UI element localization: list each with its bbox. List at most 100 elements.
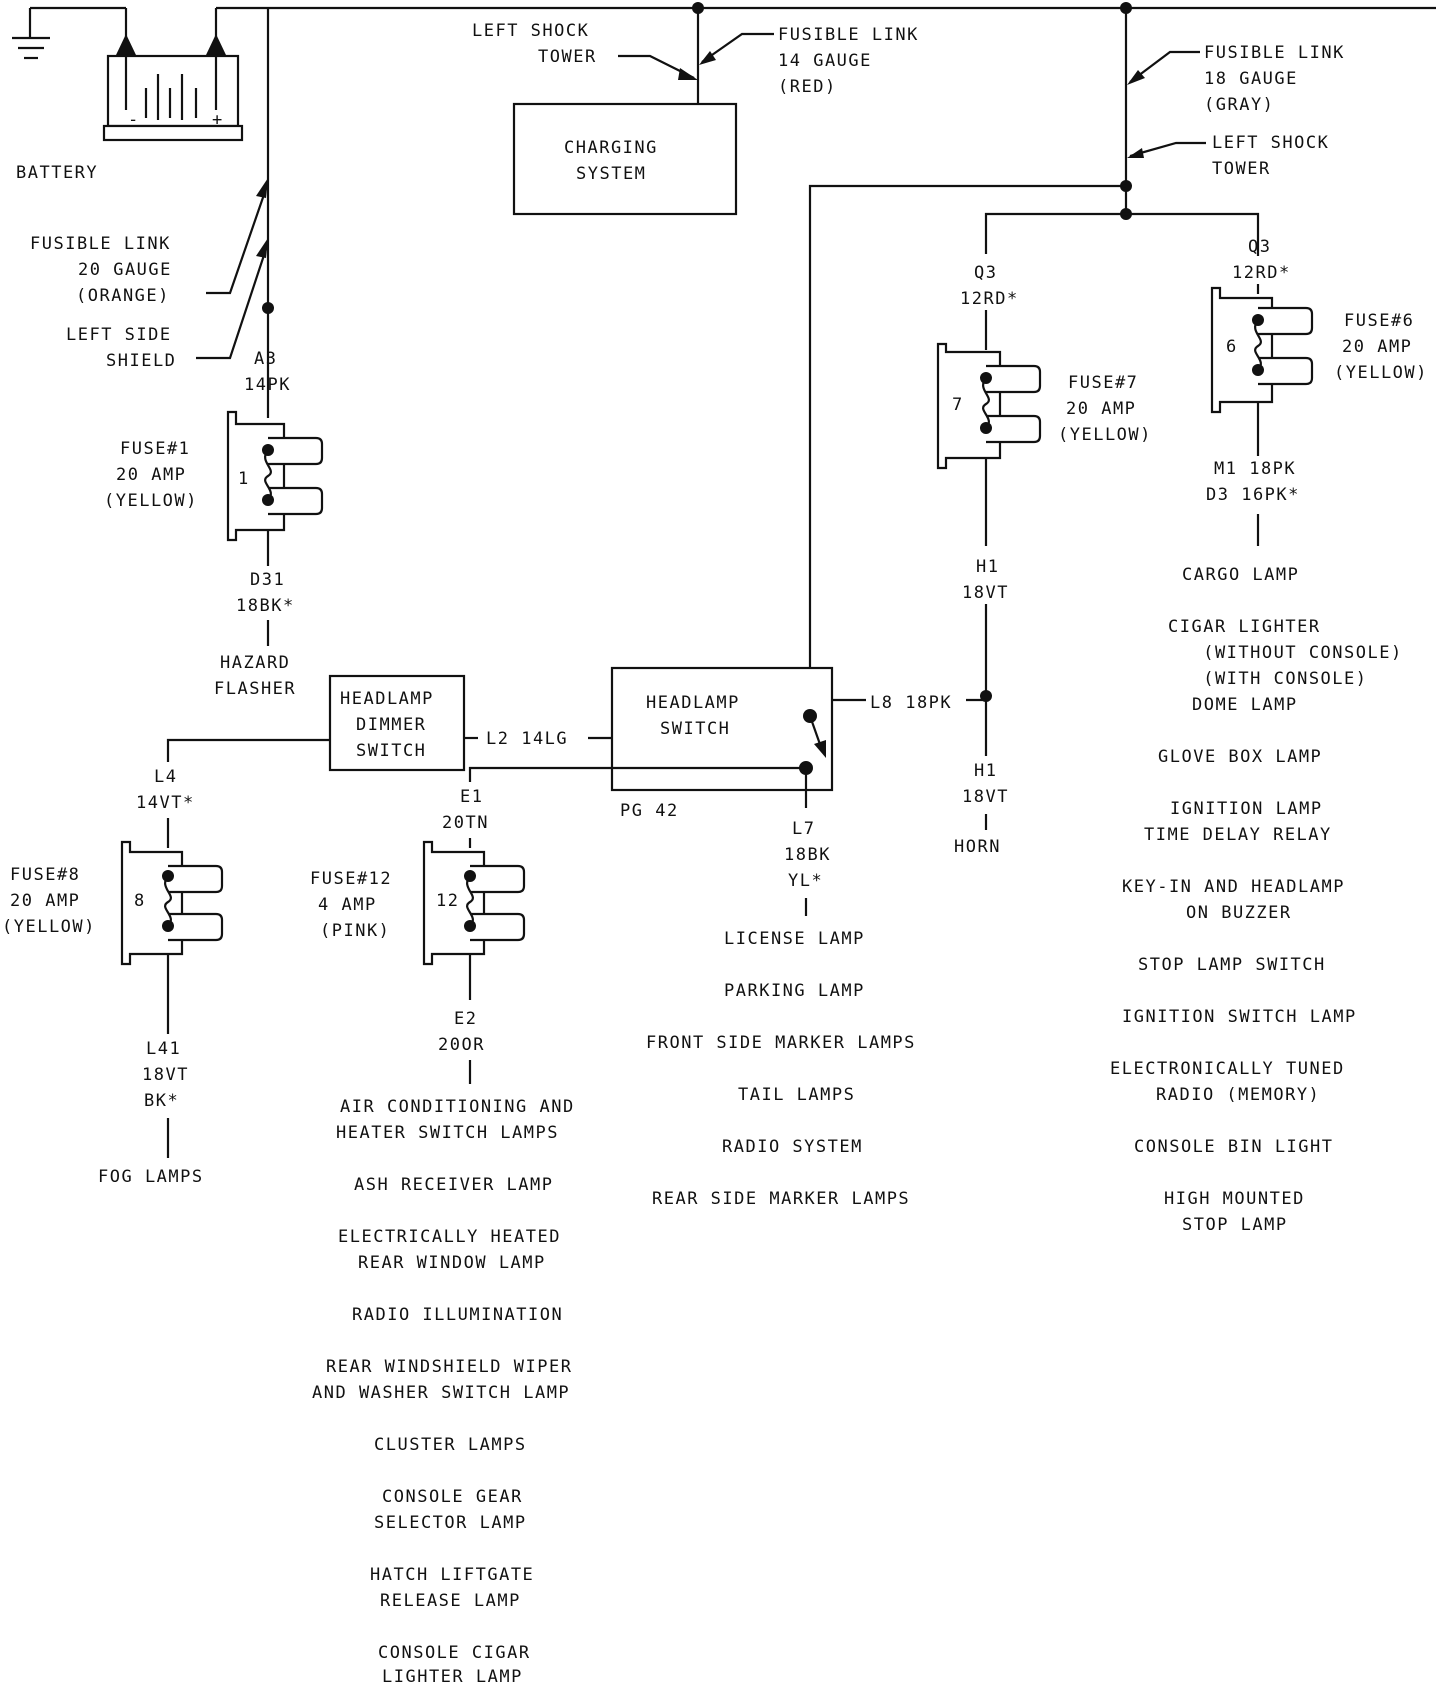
diagram-label: Q3: [974, 263, 997, 283]
diagram-label: FUSE#12: [310, 869, 392, 889]
fuse6-number: 6: [1226, 337, 1238, 357]
diagram-label: 14PK: [244, 375, 291, 395]
diagram-label: FUSIBLE LINK: [1204, 43, 1345, 63]
fusible-link-arrows-left: [196, 178, 270, 360]
diagram-label: 18VT: [962, 787, 1009, 807]
left-shock-tower-arrowhead: [1127, 148, 1144, 158]
fusible-link-18-arrow: [1129, 50, 1200, 83]
diagram-label: (GRAY): [1204, 95, 1274, 115]
fuse8-icon: [120, 840, 224, 966]
diagram-label: (YELLOW): [1058, 425, 1152, 445]
diagram-label: 20 AMP: [116, 465, 186, 485]
load-key-in-buzzer-2: ON BUZZER: [1186, 903, 1292, 923]
fog-lamps-load: FOG LAMPS: [98, 1167, 204, 1187]
diagram-label: FUSE#6: [1344, 311, 1414, 331]
diagram-label: SHIELD: [106, 351, 176, 371]
diagram-label: (PINK): [320, 921, 390, 941]
diagram-label: 18 GAUGE: [1204, 69, 1298, 89]
load-tail-lamps: TAIL LAMPS: [738, 1085, 855, 1105]
charging-system-label-2: SYSTEM: [576, 164, 646, 184]
diagram-label: L41: [146, 1039, 181, 1059]
load-ignition-switch-lamp: IGNITION SWITCH LAMP: [1122, 1007, 1357, 1027]
diagram-label: TOWER: [538, 47, 597, 67]
load-cargo-lamp: CARGO LAMP: [1182, 565, 1299, 585]
hazard-flasher-load: HAZARD FLASHER: [214, 653, 296, 699]
diagram-label: FUSIBLE LINK: [778, 25, 919, 45]
diagram-label: LEFT SHOCK: [1212, 133, 1329, 153]
load-stop-lamp-switch: STOP LAMP SWITCH: [1138, 955, 1326, 975]
diagram-label: HEADLAMP: [340, 689, 434, 709]
fuse7-label-wire-in: Q3 12RD*: [960, 263, 1017, 309]
fuse1-icon: [226, 410, 324, 542]
fuse6-feed-wire: [1126, 212, 1260, 256]
load-rear-wiper: REAR WINDSHIELD WIPER: [326, 1357, 572, 1377]
load-cigar-lighter: CIGAR LIGHTER: [1168, 617, 1321, 637]
l2-wire-label: L2 14LG: [486, 729, 568, 749]
fuse1-label: FUSE#1 20 AMP (YELLOW): [104, 439, 196, 511]
diagram-label: H1: [976, 557, 999, 577]
battery-plus: +: [212, 110, 224, 130]
pg-label: PG 42: [620, 801, 679, 821]
load-glove-box-lamp: GLOVE BOX LAMP: [1158, 747, 1322, 767]
junction-dot: [692, 2, 704, 14]
shock-tower-arrow: [618, 54, 695, 79]
load-time-delay-relay: TIME DELAY RELAY: [1144, 825, 1332, 845]
diagram-label: 12RD*: [1232, 263, 1291, 283]
headlamp-switch-box: [610, 666, 834, 792]
diagram-label: FLASHER: [214, 679, 296, 699]
battery-minus: -: [128, 110, 140, 130]
fuse7-icon: [936, 342, 1042, 470]
fuse7-wire-out-label: H1 18VT: [962, 557, 1007, 603]
fusible-link-18-label: FUSIBLE LINK 18 GAUGE (GRAY): [1204, 43, 1345, 115]
load-license-lamp: LICENSE LAMP: [724, 929, 865, 949]
charging-system-box: [512, 102, 738, 216]
diagram-label: (RED): [778, 77, 837, 97]
load-stop-lamp: STOP LAMP: [1182, 1215, 1288, 1235]
load-cluster-lamps: CLUSTER LAMPS: [374, 1435, 527, 1455]
load-console-cigar: CONSOLE CIGAR: [378, 1643, 531, 1663]
left-shock-tower-arrow: [1129, 141, 1206, 158]
diagram-label: D3 16PK*: [1206, 485, 1300, 505]
fuse1-wire-out-label: D31 18BK*: [236, 570, 293, 616]
left-side-shield-label: LEFT SIDE SHIELD: [66, 325, 176, 371]
fuse7-label: FUSE#7 20 AMP (YELLOW): [1058, 373, 1152, 445]
fuse8-label: FUSE#8 20 AMP (YELLOW): [2, 865, 94, 937]
headlamp-dimmer-switch-label: HEADLAMP DIMMER SWITCH: [340, 689, 434, 761]
load-parking-lamp: PARKING LAMP: [724, 981, 865, 1001]
fuse12-number: 12: [436, 891, 459, 911]
diagram-label: D31: [250, 570, 285, 590]
left-shock-tower-right-label: LEFT SHOCK TOWER: [1212, 133, 1329, 179]
cargo-loads-list: CARGO LAMP CIGAR LIGHTER (WITHOUT CONSOL…: [1110, 565, 1401, 1235]
load-ac-heater-2: HEATER SWITCH LAMPS: [336, 1123, 559, 1143]
ground-symbol: [12, 6, 128, 60]
fuse12-icon: [422, 840, 526, 966]
load-lighter-lamp: LIGHTER LAMP: [382, 1667, 523, 1684]
diagram-label: YL*: [788, 871, 823, 891]
headlamp-switch-label-1: HEADLAMP: [646, 693, 740, 713]
fuse12-wire-out-label: E2 20OR: [438, 1009, 483, 1055]
fusible-link-14-arrow: [701, 32, 774, 63]
load-hatch-liftgate: HATCH LIFTGATE: [370, 1565, 534, 1585]
diagram-label: HAZARD: [220, 653, 290, 673]
diagram-label: TOWER: [1212, 159, 1271, 179]
diagram-label: L4: [154, 767, 177, 787]
load-console-bin-light: CONSOLE BIN LIGHT: [1134, 1137, 1334, 1157]
fuse1-number: 1: [238, 469, 250, 489]
diagram-label: FUSIBLE LINK: [30, 234, 171, 254]
load-ignition-lamp: IGNITION LAMP: [1170, 799, 1323, 819]
diagram-label: FUSE#8: [10, 865, 80, 885]
load-cigar-with-console: (WITH CONSOLE): [1168, 669, 1368, 689]
fuse12-label: FUSE#12 4 AMP (PINK): [310, 869, 392, 941]
diagram-label: LEFT SIDE: [66, 325, 172, 345]
diagram-label: 18VT: [142, 1065, 189, 1085]
headlamp-switch-feed-wire: [808, 184, 1126, 668]
load-ash-receiver: ASH RECEIVER LAMP: [354, 1175, 554, 1195]
left-shock-tower-top-label: LEFT SHOCK TOWER: [472, 21, 597, 67]
diagram-label: DIMMER: [356, 715, 426, 735]
diagram-label: 14 GAUGE: [778, 51, 872, 71]
diagram-label: LEFT SHOCK: [472, 21, 589, 41]
diagram-label: 20 AMP: [10, 891, 80, 911]
load-radio-illumination: RADIO ILLUMINATION: [352, 1305, 563, 1325]
diagram-label: E2: [454, 1009, 477, 1029]
